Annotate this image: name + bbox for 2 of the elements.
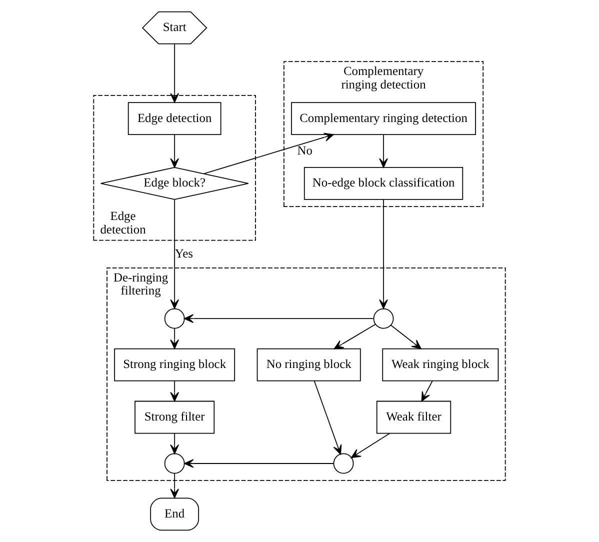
edge-label: Yes [174, 246, 193, 260]
edge-label: No [297, 143, 312, 158]
